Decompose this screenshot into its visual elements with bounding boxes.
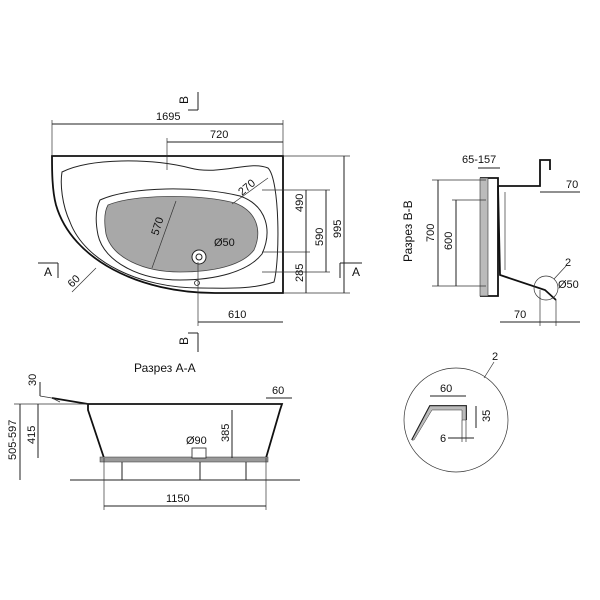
aa-drain	[191, 447, 207, 459]
dim-570: 570	[149, 216, 166, 237]
section-b-bottom-label: B	[177, 337, 191, 345]
dim-490: 490	[294, 194, 306, 212]
bb-detail-circle	[533, 275, 559, 301]
detail-2-profile-outer	[411, 405, 467, 441]
bb-wall-fill	[479, 177, 489, 297]
dim-70-bottom: 70	[514, 309, 526, 321]
drain-inner	[195, 253, 203, 261]
top-view: B B A A 570 Ø50 270 60	[38, 92, 362, 352]
bb-callout-2: 2	[565, 257, 571, 269]
dim-590: 590	[314, 228, 326, 246]
dim-415: 415	[26, 426, 38, 444]
tub-basin	[95, 188, 268, 281]
dim-60-rim: 60	[272, 385, 284, 397]
detail-2-callout: 2	[492, 351, 498, 363]
dim-drain-90: Ø90	[186, 435, 207, 447]
dim-385: 385	[220, 424, 232, 442]
bb-side-wall	[480, 177, 499, 297]
aa-base-plate	[99, 456, 269, 463]
aa-tub-profile	[51, 397, 284, 459]
dim-70-top: 70	[566, 179, 578, 191]
tub-inner-rim	[60, 160, 279, 289]
detail-2: 2 60 35 6	[403, 351, 509, 473]
detail-2-leader	[483, 361, 495, 379]
detail-dim-60: 60	[440, 383, 452, 395]
section-aa: Разрез А-А Ø90 30 60 505-597 415 385 115…	[7, 361, 300, 510]
non-slip-bottom	[104, 196, 259, 273]
dim-30: 30	[27, 374, 39, 386]
section-a-left-label: A	[44, 265, 52, 279]
dim-1695: 1695	[156, 111, 180, 123]
dim-995: 995	[332, 220, 344, 238]
dim-610: 610	[228, 309, 246, 321]
bb-rim-profile	[498, 159, 551, 187]
section-bb-title: Разрез B-B	[401, 200, 415, 262]
dim-drain-50: Ø50	[214, 237, 235, 249]
radius-line	[231, 177, 269, 205]
seat-dim-line	[151, 200, 177, 269]
dim-700: 700	[425, 224, 437, 242]
overflow-hole	[194, 280, 200, 286]
tub-outer-outline	[51, 155, 284, 294]
dim-600: 600	[443, 232, 455, 250]
dim-285: 285	[294, 264, 306, 282]
section-a-right-label: A	[352, 265, 360, 279]
dim-270: 270	[236, 177, 258, 198]
detail-2-circle	[403, 367, 509, 473]
section-b-top-label: B	[177, 96, 191, 104]
dim-505-597: 505-597	[7, 420, 19, 460]
bb-drain-50: Ø50	[558, 279, 579, 291]
angle-line	[71, 267, 97, 293]
aa-headrest	[39, 395, 61, 403]
section-aa-title: Разрез А-А	[134, 361, 196, 375]
bb-inner-profile	[497, 185, 557, 301]
bb-callout-leader	[553, 265, 567, 280]
section-bb: Разрез B-B 2 Ø50 65-157 70 700 600 70	[401, 154, 580, 326]
detail-dim-6: 6	[440, 433, 446, 445]
dim-65-157: 65-157	[462, 154, 496, 166]
detail-dim-35: 35	[481, 410, 493, 422]
dim-720: 720	[210, 129, 228, 141]
dim-60: 60	[66, 273, 83, 290]
dim-1150: 1150	[166, 493, 190, 505]
